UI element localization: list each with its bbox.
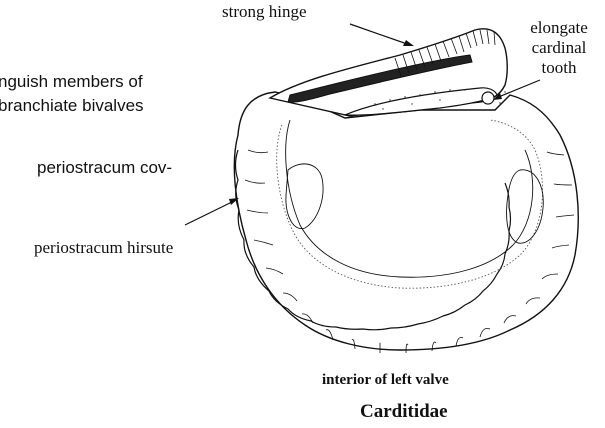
- caption-view: interior of left valve: [322, 372, 449, 389]
- caption-family: Carditidae: [360, 401, 448, 423]
- leader-strong-hinge: [350, 24, 410, 45]
- label-cardinal: cardinal: [516, 38, 602, 58]
- valve-outline: [234, 92, 578, 350]
- tooth-knob: [482, 92, 494, 104]
- label-strong-hinge: strong hinge: [222, 2, 307, 22]
- label-elongate: elongate: [516, 18, 602, 38]
- leader-periostracum: [185, 200, 236, 225]
- label-periostracum-hirsute: periostracum hirsute: [34, 238, 173, 258]
- label-tooth: tooth: [516, 58, 602, 78]
